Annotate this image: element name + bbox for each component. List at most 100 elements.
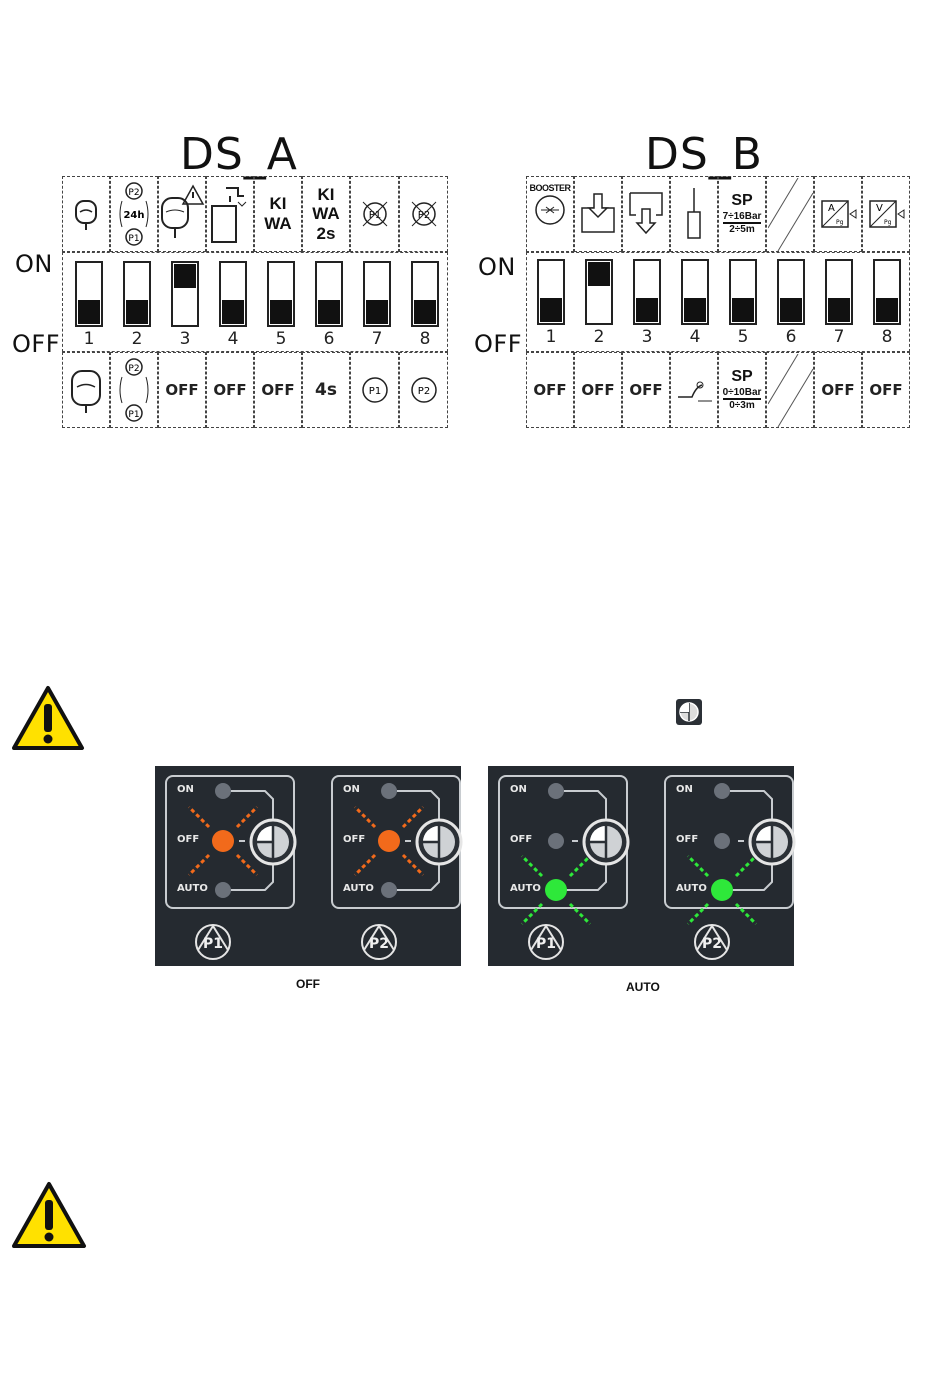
pump-p2-icon: P2 — [362, 925, 396, 959]
ds-a-top-1 — [62, 176, 110, 252]
led-glow-ray — [237, 855, 257, 875]
led-auto — [381, 882, 397, 898]
ds-b-bottom-5: SP 0÷10Bar 0÷3m — [718, 352, 766, 428]
kiwa-text-1: KI — [318, 185, 335, 205]
dip-switch-2[interactable] — [585, 259, 613, 325]
pump-p2-icon: P2 — [695, 925, 729, 959]
selector-graphic: P2 — [664, 766, 804, 966]
pump-p1-icon: P1 — [529, 925, 563, 959]
dip-switch-6[interactable] — [315, 261, 343, 327]
voltage-sensor-icon: VPg — [866, 197, 906, 231]
svg-text:Pg: Pg — [836, 219, 844, 226]
led-glow-ray — [403, 855, 423, 875]
hatch-disabled-icon — [768, 178, 813, 251]
mode-selector-button-icon — [251, 820, 295, 864]
dip-switch-3[interactable] — [171, 261, 199, 327]
svg-text:P2: P2 — [417, 386, 429, 397]
switch-number: 3 — [633, 327, 661, 347]
dip-switch-5[interactable] — [267, 261, 295, 327]
dip-switch-4[interactable] — [681, 259, 709, 325]
led-glow-ray — [688, 904, 708, 924]
ds-b-top-1: BOOSTER — [526, 176, 574, 252]
switch-number: 5 — [729, 327, 757, 347]
pump-label: P1 — [536, 936, 556, 952]
sp-label: SP — [731, 368, 752, 386]
led-on — [215, 783, 231, 799]
ds-a-bottom-3: OFF — [158, 352, 206, 428]
switch-number: 8 — [411, 329, 439, 349]
selector-graphic: P2 — [331, 766, 471, 966]
caption-auto: AUTO — [626, 980, 660, 994]
ds-a-on-label: ON — [15, 250, 53, 278]
ds-a-top-7: P1 — [350, 176, 399, 252]
dip-switch-7[interactable] — [363, 261, 391, 327]
dip-switch-1[interactable] — [537, 259, 565, 325]
ds-a-top-5: KI WA — [254, 176, 302, 252]
float-sensor-icon — [684, 186, 704, 242]
switch-number: 1 — [75, 329, 103, 349]
dip-switch-5[interactable] — [729, 259, 757, 325]
ds-b-bottom-6 — [766, 352, 814, 428]
kiwa-text-1: KI — [270, 194, 287, 214]
led-off — [378, 830, 400, 852]
led-glow-ray — [355, 855, 375, 875]
mode-selector-button-icon — [750, 820, 794, 864]
dip-switch-8[interactable] — [411, 261, 439, 327]
ds-b-on-label: ON — [478, 253, 516, 281]
dip-switch-6[interactable] — [777, 259, 805, 325]
led-glow-ray — [522, 856, 542, 876]
dip-switch-8[interactable] — [873, 259, 901, 325]
ds-a-off-label: OFF — [12, 330, 60, 358]
led-auto — [215, 882, 231, 898]
led-on — [548, 783, 564, 799]
svg-text:P1: P1 — [368, 386, 380, 397]
mode-selector-button-icon — [417, 820, 461, 864]
led-glow-ray — [688, 856, 708, 876]
dip-switch-2[interactable] — [123, 261, 151, 327]
current-sensor-icon: APg — [818, 197, 858, 231]
led-on — [381, 783, 397, 799]
control-panel-off-example: ONOFFAUTO P1ONOFFAUTO P2 — [155, 766, 461, 966]
ds-b-top-3 — [622, 176, 670, 252]
inlet-arrow-icon — [579, 192, 617, 236]
sp-bar-range: 0÷10Bar — [723, 387, 762, 401]
selector-graphic: P1 — [498, 766, 638, 966]
svg-text:P2: P2 — [128, 188, 139, 198]
dip-switch-1[interactable] — [75, 261, 103, 327]
svg-text:P1: P1 — [128, 410, 139, 420]
dip-switch-3[interactable] — [633, 259, 661, 325]
ds-b-top-5: SP 7÷16Bar 2÷5m — [718, 176, 766, 252]
ds-a-bottom-6: 4s — [302, 352, 350, 428]
led-off — [548, 833, 564, 849]
switch-number: 2 — [123, 329, 151, 349]
pump-label: P2 — [702, 936, 722, 952]
dip-switch-7[interactable] — [825, 259, 853, 325]
led-glow-ray — [189, 807, 209, 827]
ds-b-bottom-2: OFF — [574, 352, 622, 428]
ds-b-top-8: VPg — [862, 176, 910, 252]
booster-icon — [533, 193, 567, 227]
mode-selector-button-icon — [676, 699, 702, 725]
ds-a-bottom-5: OFF — [254, 352, 302, 428]
ds-a-bottom-8: P2 — [399, 352, 448, 428]
ds-b-top-2 — [574, 176, 622, 252]
kiwa-text-2: WA — [312, 204, 339, 224]
dip-switch-4[interactable] — [219, 261, 247, 327]
tank-warning-icon — [159, 184, 205, 244]
led-auto — [545, 879, 567, 901]
ds-a-top-4 — [206, 176, 254, 252]
outlet-arrow-icon — [627, 189, 665, 239]
ds-a-bottom-7: P1 — [350, 352, 399, 428]
sp-m-range: 2÷5m — [729, 224, 755, 236]
led-off — [212, 830, 234, 852]
warning-icon — [10, 684, 86, 752]
ds-a-top-8: P2 — [399, 176, 448, 252]
led-glow-ray — [736, 904, 756, 924]
pump-p1-icon: P1 — [360, 375, 390, 405]
ds-a-bottom-4: OFF — [206, 352, 254, 428]
ds-a-top-6: KI WA 2s — [302, 176, 350, 252]
